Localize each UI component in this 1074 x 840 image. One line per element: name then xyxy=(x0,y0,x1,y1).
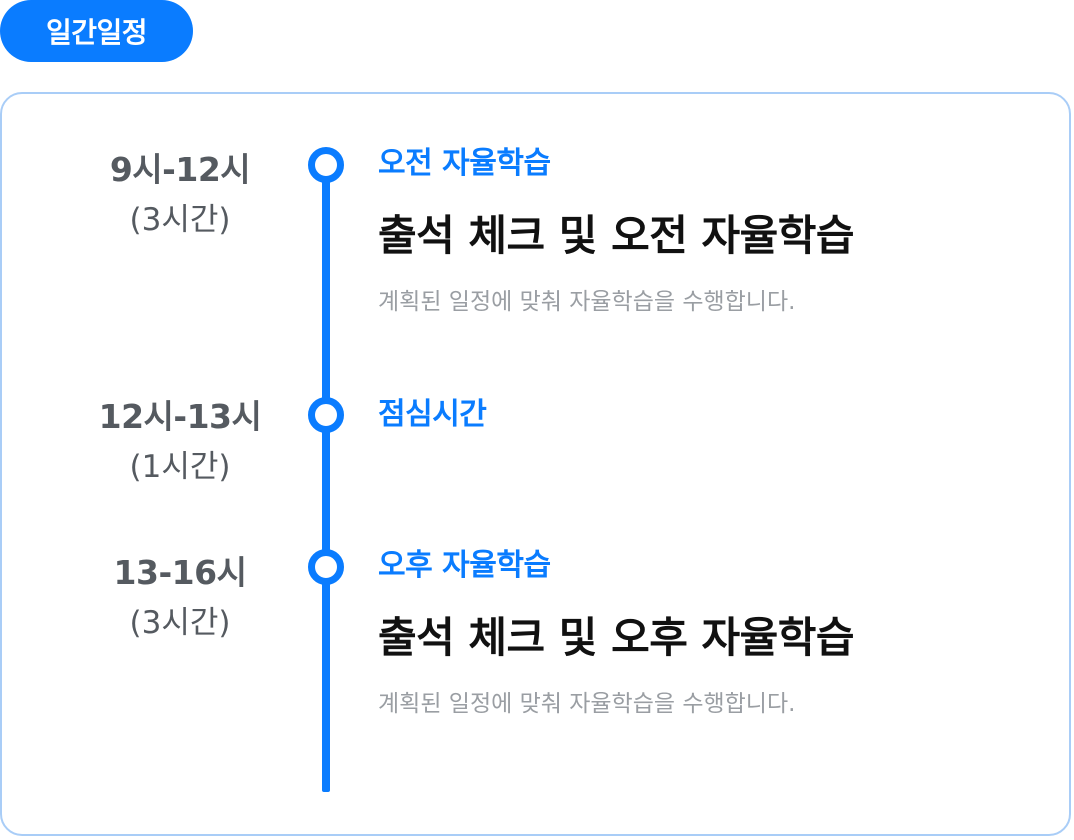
time-range: 9시-12시 xyxy=(109,150,251,189)
time-block-lunch: 12시-13시 (1시간) xyxy=(80,395,280,489)
event-lunch: 점심시간 xyxy=(378,395,487,435)
time-range: 13-16시 xyxy=(113,553,247,592)
event-tag: 오후 자율학습 xyxy=(378,548,551,583)
time-duration: (1시간) xyxy=(129,449,231,485)
event-tag: 오전 자율학습 xyxy=(378,146,551,181)
time-duration: (3시간) xyxy=(129,202,231,238)
event-morning: 오전 자율학습 출석 체크 및 오전 자율학습 계획된 일정에 맞춰 자율학습을… xyxy=(378,144,855,318)
timeline-dot-afternoon xyxy=(308,549,344,585)
time-block-morning: 9시-12시 (3시간) xyxy=(80,148,280,242)
event-tag: 점심시간 xyxy=(378,397,487,432)
daily-schedule-badge: 일간일정 xyxy=(0,0,193,62)
event-description: 계획된 일정에 맞춰 자율학습을 수행합니다. xyxy=(378,289,796,315)
timeline-dot-morning xyxy=(308,147,344,183)
event-title: 출석 체크 및 오후 자율학습 xyxy=(378,613,855,662)
timeline-line xyxy=(322,165,330,792)
event-title: 출석 체크 및 오전 자율학습 xyxy=(378,211,855,260)
timeline-dot-lunch xyxy=(308,397,344,433)
event-afternoon: 오후 자율학습 출석 체크 및 오후 자율학습 계획된 일정에 맞춰 자율학습을… xyxy=(378,546,855,720)
time-range: 12시-13시 xyxy=(98,397,262,436)
daily-schedule-badge-label: 일간일정 xyxy=(45,16,148,49)
schedule-card xyxy=(0,92,1071,836)
event-description: 계획된 일정에 맞춰 자율학습을 수행합니다. xyxy=(378,691,796,717)
time-duration: (3시간) xyxy=(129,605,231,641)
time-block-afternoon: 13-16시 (3시간) xyxy=(80,551,280,645)
